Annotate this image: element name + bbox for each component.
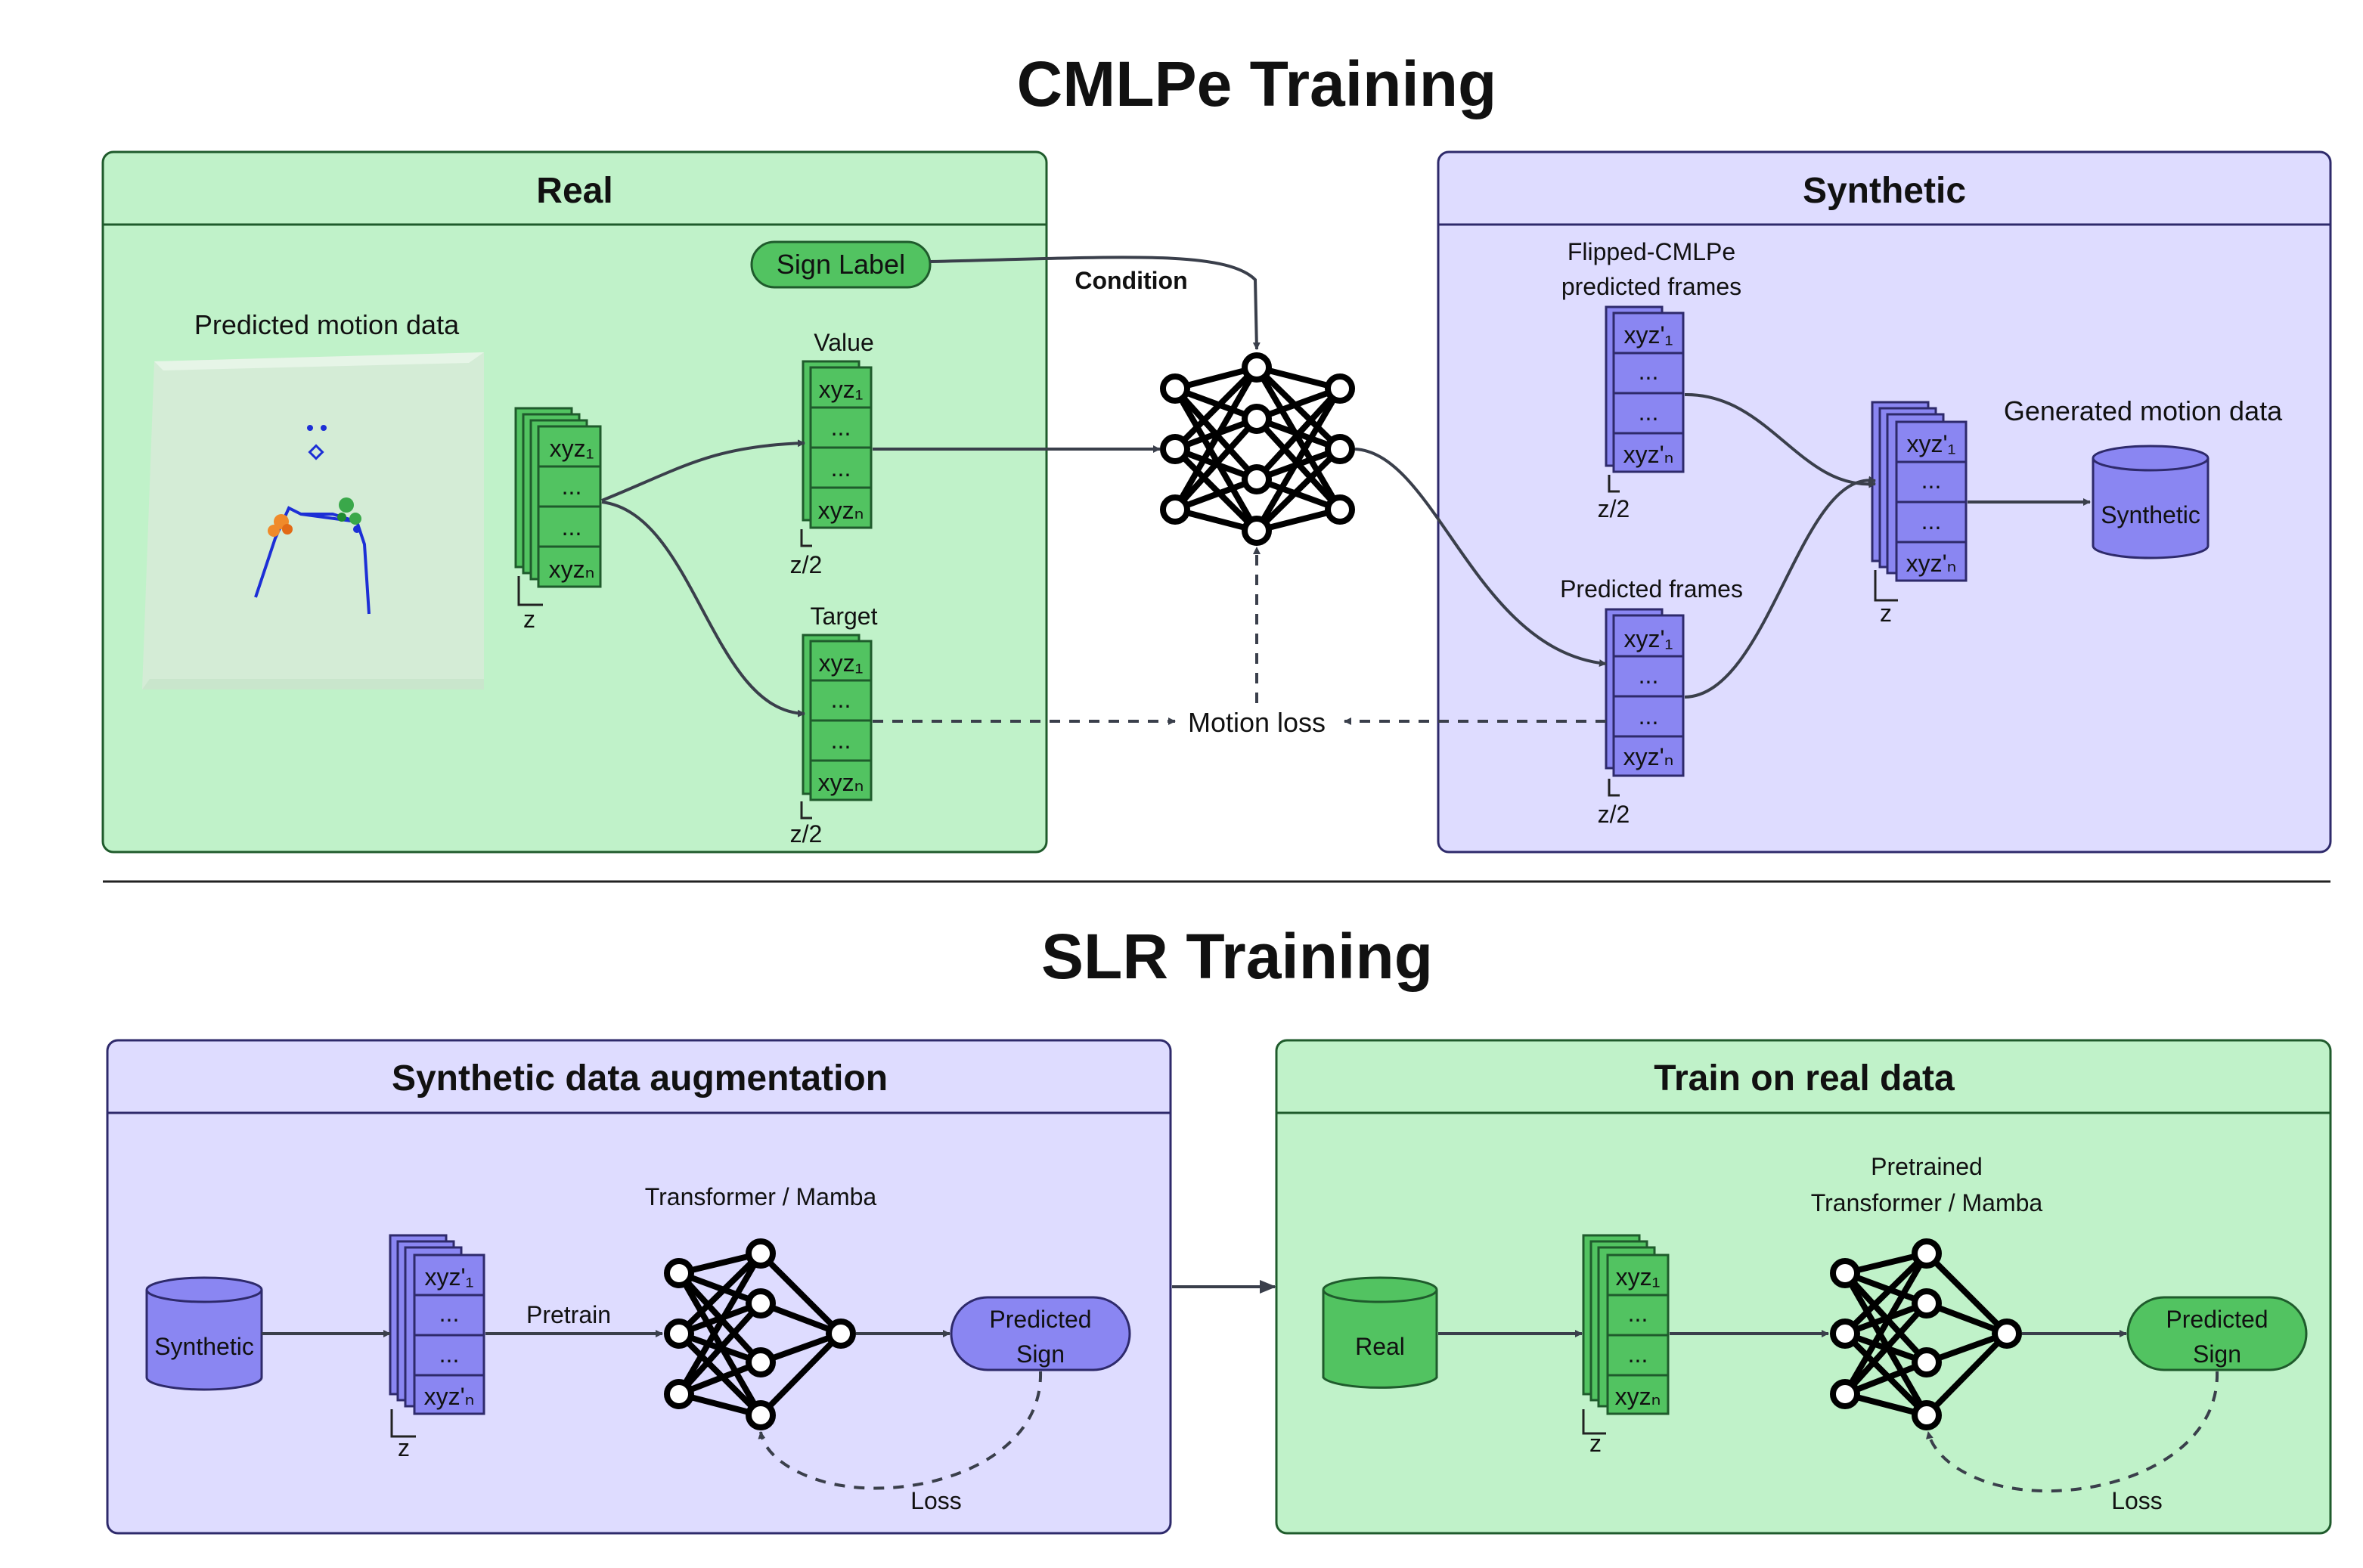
real-input-stack: xyz₁ ... ... xyzₙ z — [514, 407, 602, 633]
real-input-cell-2: ... — [562, 473, 582, 500]
value-cell-1: xyz₁ — [819, 376, 864, 403]
target-cell-3: ... — [831, 727, 851, 754]
generated-cell-3: ... — [1921, 507, 1942, 535]
predicted-frames-label: Predicted frames — [1560, 575, 1743, 603]
value-stack: xyz₁ ... ... xyzₙ z/2 — [790, 360, 873, 578]
aug-model-label: Transformer / Mamba — [645, 1183, 877, 1210]
generated-cell-2: ... — [1921, 466, 1942, 494]
target-cell-4: xyzₙ — [818, 769, 864, 796]
predicted-cell-1: xyz'₁ — [1624, 625, 1673, 652]
augmentation-panel: Synthetic data augmentation Synthetic xy… — [106, 1039, 1172, 1535]
real-frames-cell-4: xyzₙ — [1615, 1383, 1661, 1410]
predicted-size: z/2 — [1598, 801, 1630, 828]
real-input-cell-3: ... — [562, 513, 582, 541]
flipped-size: z/2 — [1598, 495, 1630, 522]
generated-motion-label: Generated motion data — [2004, 395, 2283, 426]
aug-predicted-sign-node: Predicted Sign — [950, 1296, 1131, 1371]
motion-loss-label: Motion loss — [1188, 707, 1326, 738]
slr-title: SLR Training — [1041, 921, 1433, 992]
real-input-cell-4: xyzₙ — [549, 556, 595, 583]
aug-cell-3: ... — [439, 1340, 460, 1368]
aug-cell-4: xyz'ₙ — [424, 1383, 475, 1410]
value-cell-3: ... — [831, 454, 851, 482]
motion-skeleton-image — [142, 352, 484, 689]
aug-network-icon — [664, 1238, 856, 1430]
cmlpe-title: CMLPe Training — [1017, 48, 1497, 119]
condition-label: Condition — [1075, 267, 1187, 294]
real-training-panel: Train on real data Real xyz₁ ... ... xyz… — [1275, 1039, 2332, 1535]
real-model-label-line2: Transformer / Mamba — [1811, 1189, 2043, 1216]
augmentation-panel-title: Synthetic data augmentation — [392, 1058, 888, 1099]
real-frames-cell-2: ... — [1628, 1300, 1648, 1327]
value-size: z/2 — [790, 551, 823, 578]
value-label: Value — [814, 329, 873, 356]
synthetic-database-label: Synthetic — [2101, 501, 2200, 528]
real-input-cell-1: xyz₁ — [550, 435, 594, 462]
target-label: Target — [811, 603, 878, 630]
real-loss-label: Loss — [2111, 1487, 2163, 1514]
aug-output-line1: Predicted — [989, 1306, 1091, 1333]
value-cell-2: ... — [831, 414, 851, 441]
aug-loss-label: Loss — [910, 1487, 962, 1514]
predicted-motion-label: Predicted motion data — [194, 309, 460, 340]
real-output-line2: Sign — [2193, 1340, 2241, 1368]
predicted-cell-2: ... — [1639, 662, 1659, 689]
predicted-cell-4: xyz'ₙ — [1623, 743, 1674, 770]
real-model-label-line1: Pretrained — [1871, 1153, 1983, 1180]
cmlpe-network-icon — [1160, 352, 1355, 546]
target-stack: xyz₁ ... ... xyzₙ z/2 — [790, 634, 873, 848]
real-output-line1: Predicted — [2166, 1306, 2268, 1333]
flipped-cell-4: xyz'ₙ — [1623, 441, 1674, 468]
target-size: z/2 — [790, 820, 823, 848]
real-frames-cell-1: xyz₁ — [1616, 1263, 1661, 1291]
flipped-cell-1: xyz'₁ — [1624, 321, 1673, 349]
aug-synthetic-database-label: Synthetic — [154, 1333, 254, 1360]
aug-synthetic-database: Synthetic — [145, 1276, 263, 1391]
sign-label-node: Sign Label — [750, 240, 932, 289]
real-panel-title: Real — [536, 171, 612, 211]
cmlpe-arrows — [601, 256, 2091, 725]
flipped-frames-stack: xyz'₁ ... ... xyz'ₙ z/2 — [1598, 305, 1685, 522]
flipped-cell-3: ... — [1639, 398, 1659, 426]
aug-stack-size: z — [398, 1434, 410, 1461]
real-predicted-sign-node: Predicted Sign — [2126, 1296, 2308, 1371]
flipped-frames-label-line1: Flipped-CMLPe — [1568, 238, 1735, 265]
real-network-icon — [1830, 1238, 2022, 1430]
generated-cell-1: xyz'₁ — [1907, 430, 1956, 457]
synthetic-panel-title: Synthetic — [1803, 171, 1966, 211]
target-cell-2: ... — [831, 686, 851, 713]
flipped-cell-2: ... — [1639, 358, 1659, 385]
real-input-size: z — [523, 606, 535, 633]
generated-cell-4: xyz'ₙ — [1906, 550, 1957, 577]
real-stack-size: z — [1589, 1430, 1602, 1457]
sign-label-text: Sign Label — [777, 249, 905, 280]
generated-frames-stack: xyz'₁ ... ... xyz'ₙ z — [1871, 401, 1968, 627]
predicted-frames-stack: xyz'₁ ... ... xyz'ₙ z/2 — [1598, 608, 1685, 828]
real-database-label: Real — [1355, 1333, 1405, 1360]
value-cell-4: xyzₙ — [818, 497, 864, 524]
real-frames-stack: xyz₁ ... ... xyzₙ z — [1582, 1234, 1670, 1457]
real-database: Real — [1322, 1276, 1438, 1389]
aug-frames-stack: xyz'₁ ... ... xyz'ₙ z — [389, 1234, 485, 1461]
synthetic-database: Synthetic — [2092, 445, 2209, 559]
real-training-panel-title: Train on real data — [1654, 1058, 1955, 1099]
generated-size: z — [1880, 600, 1892, 627]
aug-cell-1: xyz'₁ — [425, 1263, 474, 1291]
target-cell-1: xyz₁ — [819, 649, 864, 677]
real-frames-cell-3: ... — [1628, 1340, 1648, 1368]
aug-output-line2: Sign — [1016, 1340, 1065, 1368]
aug-cell-2: ... — [439, 1300, 460, 1327]
predicted-cell-3: ... — [1639, 702, 1659, 730]
flipped-frames-label-line2: predicted frames — [1561, 273, 1741, 300]
slr-arrows — [262, 1280, 2219, 1493]
pretrain-label: Pretrain — [526, 1301, 611, 1328]
